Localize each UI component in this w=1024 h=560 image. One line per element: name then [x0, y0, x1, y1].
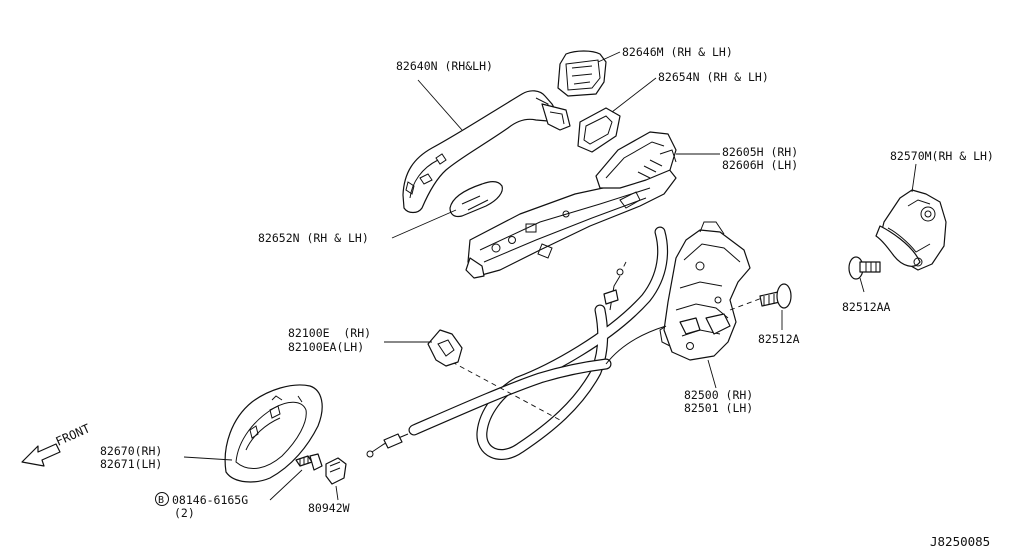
label-inside-handle-lh: 82671(LH): [100, 457, 162, 471]
gasket-front-part: [449, 181, 503, 218]
label-bolt-qty: (2): [174, 506, 195, 520]
label-handle-gasket-front: 82652N (RH & LH): [258, 231, 369, 245]
label-outside-handle: 82640N (RH&LH): [396, 59, 493, 73]
bolt-part: [295, 453, 323, 471]
label-cable-clip-lh: 82100EA(LH): [288, 340, 364, 354]
bolt-marker-circle: [155, 492, 169, 506]
label-handle-gasket-rear: 82654N (RH & LH): [658, 70, 769, 84]
label-door-lock-rh: 82500 (RH): [684, 388, 753, 402]
lock-screw-part: [759, 283, 792, 309]
label-handle-bracket-rh: 82605H (RH): [722, 145, 798, 159]
leader-lines: [183, 51, 917, 501]
cable-clip-part: [427, 329, 463, 367]
striker-screw-part: [848, 256, 881, 280]
outside-handle-part: [402, 90, 571, 214]
gasket-rear-part: [577, 107, 621, 153]
label-cable-clip-rh: 82100E (RH): [288, 326, 371, 340]
drawing-id: J8250085: [930, 534, 990, 549]
label-handle-cap: 82646M (RH & LH): [622, 45, 733, 59]
handle-cap-part: [557, 50, 607, 97]
handle-bracket-part: [465, 131, 677, 279]
bolt-marker-letter: B: [158, 495, 164, 506]
label-striker-screw: 82512AA: [842, 300, 891, 314]
label-handle-bracket-lh: 82606H (LH): [722, 158, 798, 172]
clip-part: [325, 457, 347, 485]
label-striker: 82570M(RH & LH): [890, 149, 994, 163]
label-inside-handle-rh: 82670(RH): [100, 444, 162, 458]
label-lock-screw: 82512A: [758, 332, 800, 346]
front-label: FRONT: [54, 421, 93, 448]
part-labels: 82640N (RH&LH) 82646M (RH & LH) 82654N (…: [100, 45, 994, 549]
label-door-lock-lh: 82501 (LH): [684, 401, 753, 415]
door-lock-part: [659, 221, 763, 361]
inside-handle-part: [224, 384, 323, 483]
cables: [366, 226, 669, 460]
label-clip: 80942W: [308, 501, 350, 515]
label-bolt: 08146-6165G: [172, 493, 248, 507]
front-arrow-icon: [21, 443, 61, 467]
striker-part: [875, 189, 947, 271]
